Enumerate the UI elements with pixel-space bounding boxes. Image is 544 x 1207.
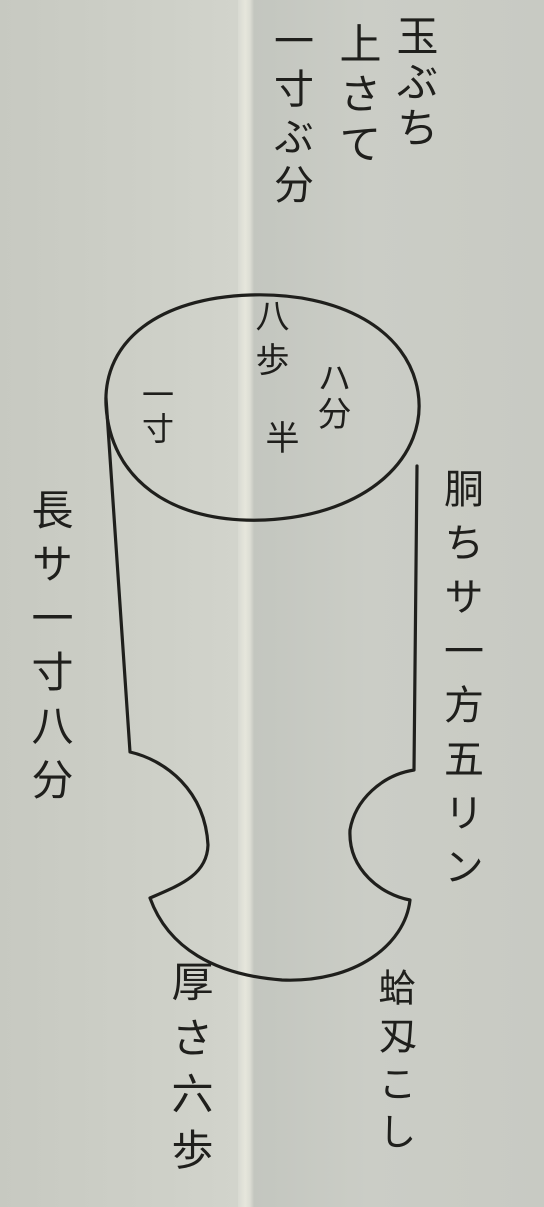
annotation-bottom-left: 厚さ六歩: [165, 960, 214, 1184]
paper-fold-crease: [238, 0, 254, 1207]
annotation-right-side: 胴ちサ一方五リン: [437, 468, 483, 900]
circle-label-left: 一寸: [137, 378, 175, 446]
circle-label-center: 半: [259, 420, 299, 454]
body-outline: [104, 396, 419, 982]
annotation-left-side: 長サ一寸八分: [25, 488, 74, 812]
top-ellipse-outline: [104, 293, 421, 522]
paper-right-sheet: [252, 0, 544, 1207]
annotation-bottom-right: 蛤刄こし: [372, 968, 416, 1160]
annotation-top-3: 一寸ぶ分: [267, 20, 313, 212]
annotation-top-1: 玉ぶち: [390, 14, 439, 152]
circle-label-right: ハ分: [311, 360, 351, 432]
annotation-top-2: 上さて: [333, 22, 382, 172]
circle-label-top: 八歩: [249, 298, 289, 386]
